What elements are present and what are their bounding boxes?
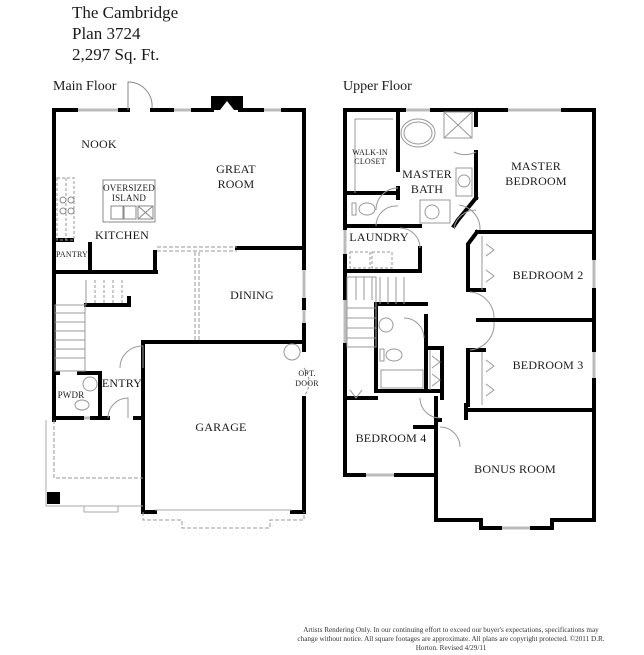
island-label-line2: ISLAND — [112, 193, 146, 203]
master-bath-label-line2: BATH — [411, 182, 443, 196]
room-label-great-room-line2: ROOM — [218, 177, 255, 191]
master-bedroom-label-line2: BEDROOM — [505, 174, 567, 188]
upper-floor-label: Upper Floor — [343, 79, 412, 94]
room-label-bonus-room: BONUS ROOM — [474, 462, 556, 476]
room-label-kitchen: KITCHEN — [95, 228, 149, 242]
walkin-label-line1: WALK-IN — [352, 148, 388, 157]
room-label-dining: DINING — [230, 288, 274, 302]
room-label-nook: NOOK — [81, 137, 117, 151]
plan-title-block: The Cambridge Plan 3724 2,297 Sq. Ft. — [72, 2, 178, 65]
island-label-line1: OVERSIZED — [103, 183, 155, 193]
main-floor-plan: NOOK GREAT ROOM OVERSIZED ISLAND KITCHEN… — [45, 81, 319, 529]
plan-number: Plan 3724 — [72, 24, 141, 43]
plan-name: The Cambridge — [72, 3, 179, 22]
opt-door-label-line2: DOOR — [295, 379, 319, 388]
room-label-bedroom-4: BEDROOM 4 — [356, 431, 427, 445]
opt-door-label-line1: OPT. — [298, 369, 315, 378]
room-label-pantry: PANTRY — [56, 250, 88, 259]
walkin-label-line2: CLOSET — [354, 157, 385, 166]
main-floor-label: Main Floor — [53, 79, 117, 94]
room-label-garage: GARAGE — [195, 420, 246, 434]
square-footage: 2,297 Sq. Ft. — [72, 45, 160, 64]
room-label-bedroom-3: BEDROOM 3 — [513, 358, 584, 372]
room-label-laundry: LAUNDRY — [349, 230, 409, 244]
disclaimer-text: Artists Rendering Only. In our continuin… — [297, 626, 605, 652]
room-label-great-room-line1: GREAT — [216, 162, 256, 176]
room-label-entry: ENTRY — [102, 376, 142, 390]
room-label-pwdr: PWDR — [58, 390, 85, 400]
master-bath-label-line1: MASTER — [402, 167, 452, 181]
room-label-bedroom-2: BEDROOM 2 — [513, 268, 584, 282]
master-bedroom-label-line1: MASTER — [511, 159, 561, 173]
upper-floor-plan: WALK-IN CLOSET MASTER BATH MASTER BEDROO… — [343, 108, 596, 530]
